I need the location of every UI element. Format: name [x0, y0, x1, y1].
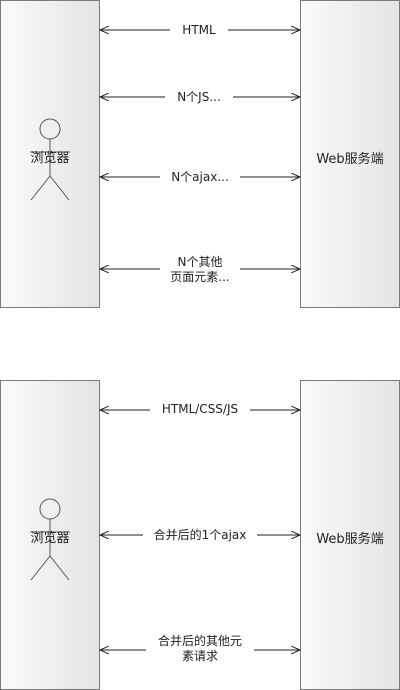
top-message-other-elements: N个其他 页面元素...	[160, 255, 240, 285]
bottom-browser-label: 浏览器	[30, 531, 70, 546]
bottom-message-merged-requests: 合并后的其他元 素请求	[146, 634, 254, 664]
top-message-html: HTML	[170, 23, 228, 38]
top-server-label: Web服务端	[316, 152, 384, 167]
bottom-server-lifeline: Web服务端	[300, 380, 400, 690]
bottom-message-html-css-js: HTML/CSS/JS	[150, 402, 250, 417]
bottom-browser-actor-icon	[30, 498, 70, 581]
top-browser-actor-icon	[30, 118, 70, 201]
top-message-js: N个JS...	[165, 90, 233, 105]
top-message-ajax: N个ajax...	[160, 170, 240, 185]
top-server-lifeline: Web服务端	[300, 0, 400, 308]
bottom-server-label: Web服务端	[316, 532, 384, 547]
top-browser-label: 浏览器	[30, 151, 70, 166]
bottom-message-merged-ajax: 合并后的1个ajax	[143, 528, 257, 543]
